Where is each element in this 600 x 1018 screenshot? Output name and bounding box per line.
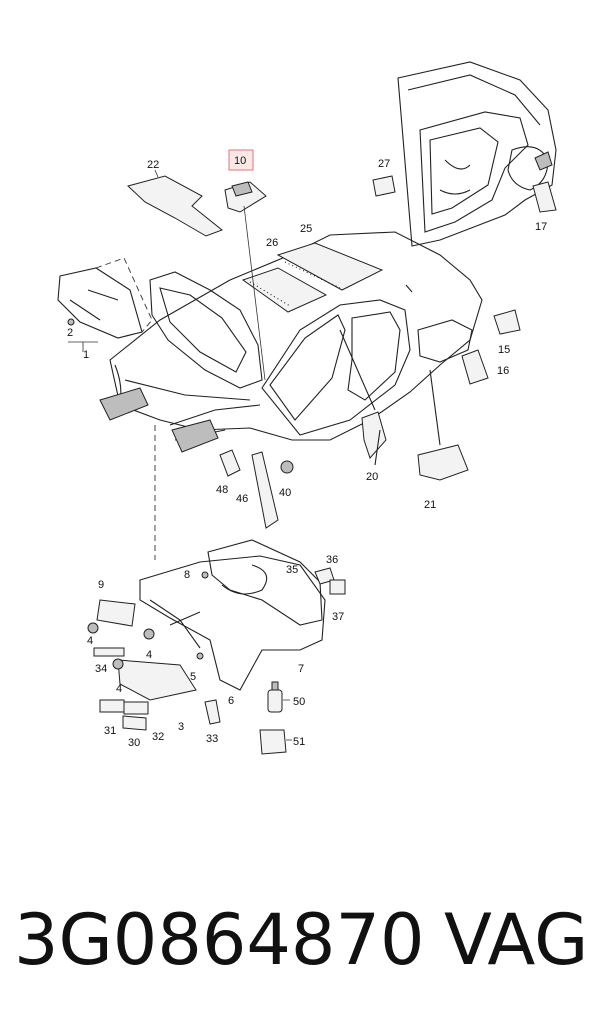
- callout-5: 5: [190, 671, 196, 683]
- bulkhead-assembly: [87, 539, 346, 755]
- callout-16: 16: [497, 365, 509, 377]
- callout-22: 22: [147, 159, 159, 171]
- callout-10: 10: [234, 155, 246, 167]
- callout-31: 31: [104, 725, 116, 737]
- callout-6: 6: [228, 695, 234, 707]
- callout-27: 27: [378, 158, 390, 170]
- callout-1: 1: [83, 349, 89, 361]
- exploded-parts-diagram: 1 2 3 4 4 4 5 6 7 8 9 10 15 16 17 20 21 …: [57, 61, 557, 755]
- callout-17: 17: [535, 221, 547, 233]
- callout-25: 25: [300, 223, 312, 235]
- callout-15: 15: [498, 344, 510, 356]
- callout-33: 33: [206, 733, 218, 745]
- callout-8: 8: [184, 569, 190, 581]
- panel-1-2: [57, 257, 153, 352]
- callout-35: 35: [286, 564, 298, 576]
- callout-21: 21: [424, 499, 436, 511]
- callout-2: 2: [67, 327, 73, 339]
- part-10-mount: [224, 181, 267, 381]
- callout-9: 9: [98, 579, 104, 591]
- callout-26: 26: [266, 237, 278, 249]
- brand-caption: VAG: [444, 899, 589, 981]
- callout-40: 40: [279, 487, 291, 499]
- callout-34: 34: [95, 663, 107, 675]
- callout-10-highlight-box: [228, 149, 254, 171]
- callout-4a: 4: [87, 635, 93, 647]
- callout-4b: 4: [146, 649, 152, 661]
- parts-40-46-48: [154, 425, 294, 560]
- callouts: 1 2 3 4 4 4 5 6 7 8 9 10 15 16 17 20 21 …: [67, 149, 547, 749]
- part-22-insulation: [127, 169, 223, 237]
- callout-50: 50: [293, 696, 305, 708]
- callout-46: 46: [236, 493, 248, 505]
- callout-30: 30: [128, 737, 140, 749]
- callout-37: 37: [332, 611, 344, 623]
- main-body-shell: [99, 175, 557, 481]
- callout-4c: 4: [116, 683, 122, 695]
- callout-3: 3: [178, 721, 184, 733]
- roof-damping-panel-large: [276, 242, 384, 291]
- roof-damping-panel-small: [241, 267, 328, 313]
- part-number-caption: 3G0864870: [14, 899, 425, 981]
- callout-20: 20: [366, 471, 378, 483]
- callout-51: 51: [293, 736, 305, 748]
- rear-body-section: [397, 61, 557, 247]
- callout-48: 48: [216, 484, 228, 496]
- callout-7: 7: [298, 663, 304, 675]
- callout-32: 32: [152, 731, 164, 743]
- callout-36: 36: [326, 554, 338, 566]
